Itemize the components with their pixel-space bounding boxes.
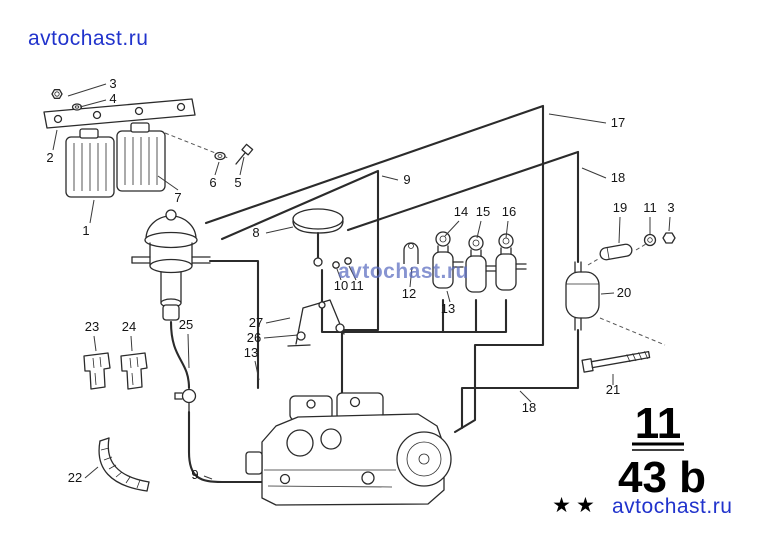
callout-22: 22 [68,470,82,485]
relay-2 [116,122,166,192]
vacuum-capsule [292,208,352,269]
callout-13-mid: 13 [441,301,455,316]
callout-18-upper: 18 [611,170,625,185]
watermark-bottom-right: avtochast.ru [612,495,732,518]
callout-12: 12 [402,286,416,301]
washer-11-right [643,233,657,247]
clip-24 [120,352,148,390]
watermark-top-left: avtochast.ru [28,27,148,50]
callout-15: 15 [476,204,490,219]
mounting-bracket [43,98,196,129]
clip-12 [403,242,419,264]
fuel-filter [565,261,600,331]
callout-5: 5 [234,175,241,190]
callout-11-mid: 11 [350,278,364,293]
callout-19: 19 [613,200,627,215]
callout-17: 17 [611,115,625,130]
callout-3a: 3 [109,76,116,91]
callout-7: 7 [174,190,181,205]
hose-18-lower [460,328,580,430]
callout-23: 23 [85,319,99,334]
air-horn [396,431,452,487]
hose-valve-bus [320,268,508,334]
fitting-10 [332,261,340,269]
callout-21: 21 [606,382,620,397]
callout-3b: 3 [667,200,674,215]
bolt-21 [581,350,651,373]
hose-17 [204,104,545,434]
solenoid-valve-15 [465,235,497,293]
callout-20: 20 [617,285,631,300]
callout-4: 4 [109,91,116,106]
hose-18-upper [346,150,580,232]
hose-22 [98,437,150,492]
solenoid-valve-14 [432,231,464,289]
washer-6 [214,151,226,161]
callout-2: 2 [46,150,53,165]
solenoid-valve-16 [495,233,527,291]
relay-1 [65,128,115,198]
callout-9-lower: 9 [191,467,198,482]
callout-18-lower: 18 [522,400,536,415]
hose-distributor-to-valve25 [169,320,191,390]
callout-26: 26 [247,330,261,345]
callout-24: 24 [122,319,136,334]
callout-9-upper: 9 [403,172,410,187]
carburetor [245,392,452,506]
callout-6: 6 [209,175,216,190]
hose-9-upper [220,169,380,402]
plate-number: 11 43 b ★★ [552,399,706,517]
callout-labels: 3 4 2 1 7 6 5 17 9 18 8 14 15 16 19 11 3… [46,76,674,485]
screw-3-upper [51,89,63,99]
watermark-center: avtochast.ru [338,260,469,283]
callout-11-right: 11 [643,200,657,215]
hose-9-lower [187,410,264,484]
nut-3-right [662,232,676,244]
callout-27: 27 [249,315,263,330]
fitting-11 [344,257,352,265]
clip-23 [83,352,111,390]
callout-8: 8 [252,225,259,240]
plate-page-number: 43 b [618,453,706,502]
stars-marker: ★★ [552,494,600,517]
distributor [131,209,211,321]
callout-10: 10 [334,278,348,293]
callout-25: 25 [179,317,193,332]
callout-14: 14 [454,204,468,219]
callout-1: 1 [82,223,89,238]
callout-13-left: 13 [244,345,258,360]
leader-lines [52,83,671,480]
bracket-27 [287,299,345,347]
spacer-19 [599,243,633,261]
hose-distributor-down [208,259,260,390]
callout-16: 16 [502,204,516,219]
screw-5 [235,143,254,165]
plate-section-number: 11 [635,399,682,448]
vacuum-hoses [169,104,580,484]
check-valve-25 [174,388,197,413]
